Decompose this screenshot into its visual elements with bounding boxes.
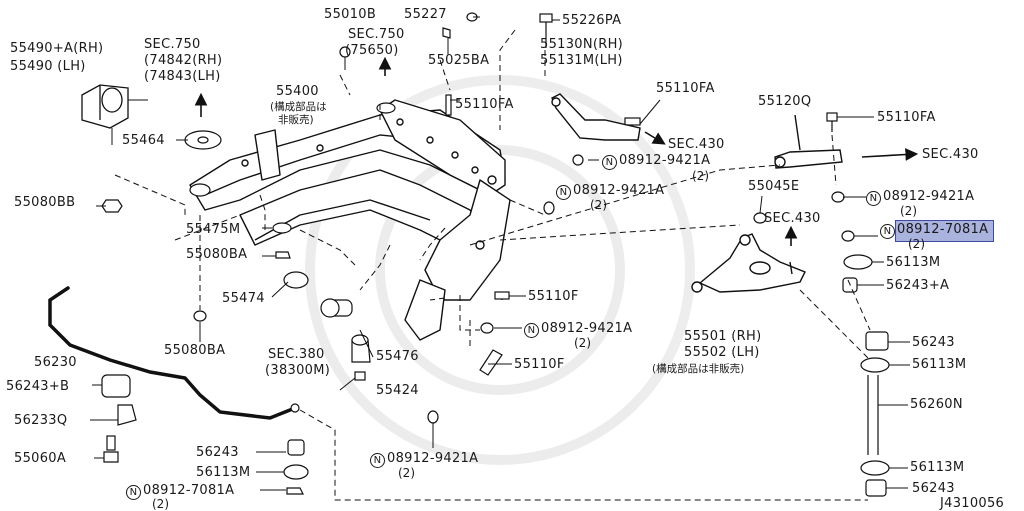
- part-label-55131m[interactable]: 55131M(LH): [540, 53, 623, 68]
- nut-label-g-text: 08912-7081A: [143, 483, 235, 498]
- nut-n-icon: N: [524, 323, 539, 338]
- nut-label-g-qty: (2): [152, 497, 169, 511]
- nut-label-a-qty: (2): [692, 169, 709, 183]
- note-55400-1: (構成部品は: [270, 101, 327, 113]
- nut-label-b-qty: (2): [590, 198, 607, 212]
- part-label-55045e[interactable]: 55045E: [748, 179, 800, 194]
- diff-mount: [320, 298, 371, 363]
- section-ref-430a[interactable]: SEC.430: [668, 137, 725, 152]
- part-label-55227[interactable]: 55227: [404, 7, 447, 22]
- note-55501: (構成部品は非販売): [652, 363, 745, 375]
- part-label-55490a[interactable]: 55490+A(RH): [10, 41, 104, 56]
- section-arrows: [194, 56, 919, 246]
- part-label-55080bb[interactable]: 55080BB: [14, 195, 76, 210]
- part-label-56243a[interactable]: 56243+A: [886, 278, 950, 293]
- section-ref-430b[interactable]: SEC.430: [922, 147, 979, 162]
- part-label-56243-a[interactable]: 56243: [912, 335, 955, 350]
- section-ref-750a-1: (74842(RH): [144, 53, 223, 68]
- part-label-56260n[interactable]: 56260N: [910, 397, 963, 412]
- part-label-55080ba-b[interactable]: 55080BA: [164, 343, 226, 358]
- part-label-55080ba-a[interactable]: 55080BA: [186, 247, 248, 262]
- section-ref-750b-title[interactable]: SEC.750: [348, 27, 405, 42]
- part-label-55474[interactable]: 55474: [222, 291, 265, 306]
- bolt-set: [103, 13, 838, 463]
- nut-label-c-text: 08912-9421A: [883, 189, 975, 204]
- stabilizer-bar: [48, 286, 297, 420]
- nut-label-a-text: 08912-9421A: [619, 153, 711, 168]
- section-ref-380-title[interactable]: SEC.380: [268, 347, 325, 362]
- part-label-56113m-d[interactable]: 56113M: [910, 460, 965, 475]
- section-ref-750a-title[interactable]: SEC.750: [144, 37, 201, 52]
- part-label-56243-b[interactable]: 56243: [196, 445, 239, 460]
- nut-n-icon: N: [880, 224, 895, 239]
- nut-n-icon: N: [866, 191, 881, 206]
- part-label-55110fa-a[interactable]: 55110FA: [455, 97, 514, 112]
- section-ref-430c[interactable]: SEC.430: [764, 211, 821, 226]
- part-label-55476[interactable]: 55476: [376, 349, 419, 364]
- nut-n-icon: N: [370, 453, 385, 468]
- subframe-assembly: [189, 99, 511, 341]
- part-label-55501[interactable]: 55501 (RH): [684, 329, 762, 344]
- note-55400-2: 非販売): [278, 114, 314, 126]
- nut-n-icon: N: [126, 485, 141, 500]
- nut-label-e-qty: (2): [574, 336, 591, 350]
- part-label-56243b[interactable]: 56243+B: [6, 379, 70, 394]
- part-label-56243-c[interactable]: 56243: [912, 481, 955, 496]
- part-label-55490[interactable]: 55490 (LH): [10, 59, 86, 74]
- part-label-55060a[interactable]: 55060A: [14, 451, 67, 466]
- nut-label-f-text: 08912-9421A: [387, 451, 479, 466]
- selected-part-highlight[interactable]: [895, 220, 994, 242]
- part-label-55130n[interactable]: 55130N(RH): [540, 37, 624, 52]
- part-label-55010b[interactable]: 55010B: [324, 7, 377, 22]
- stabilizer-bushing: [101, 374, 300, 426]
- nut-label-f-qty: (2): [398, 466, 415, 480]
- part-label-55502[interactable]: 55502 (LH): [684, 345, 760, 360]
- stabilizer-link: [283, 254, 890, 497]
- diagram-code: J4310056: [940, 496, 1005, 511]
- part-label-55226pa[interactable]: 55226PA: [562, 13, 622, 28]
- mount-bracket: [81, 84, 129, 129]
- nut-n-icon: N: [602, 155, 617, 170]
- part-label-55110f-a[interactable]: 55110F: [528, 289, 579, 304]
- part-label-56113m-a[interactable]: 56113M: [886, 255, 941, 270]
- nut-label-b-text: 08912-9421A: [573, 183, 665, 198]
- upper-link: [551, 93, 843, 169]
- part-label-55475m[interactable]: 55475M: [186, 222, 241, 237]
- lower-arm: [691, 233, 806, 293]
- part-label-55424[interactable]: 55424: [376, 383, 419, 398]
- fastener-set: [101, 12, 855, 424]
- part-label-55400[interactable]: 55400: [276, 84, 319, 99]
- nut-label-d-qty: (2): [908, 237, 925, 251]
- part-label-55110fa-c[interactable]: 55110FA: [877, 110, 936, 125]
- nut-n-icon: N: [556, 185, 571, 200]
- part-label-55464[interactable]: 55464: [122, 133, 165, 148]
- nut-label-d-text: 08912-7081A: [897, 222, 989, 237]
- part-label-55110f-b[interactable]: 55110F: [514, 357, 565, 372]
- section-ref-750a-2: (74843(LH): [144, 69, 221, 84]
- section-ref-750b-1: (75650): [345, 43, 399, 58]
- part-label-56113m-c[interactable]: 56113M: [196, 465, 251, 480]
- part-label-55110fa-b[interactable]: 55110FA: [656, 81, 715, 96]
- nut-label-c-qty: (2): [900, 204, 917, 218]
- part-label-55025ba[interactable]: 55025BA: [428, 53, 490, 68]
- leader-lines: [90, 16, 910, 491]
- section-ref-380-1: (38300M): [265, 363, 331, 378]
- part-label-56233q[interactable]: 56233Q: [14, 413, 68, 428]
- dashed-leaders: [114, 29, 871, 501]
- nut-label-e-text: 08912-9421A: [541, 321, 633, 336]
- part-label-56230[interactable]: 56230: [34, 355, 77, 370]
- mount-washer: [184, 130, 222, 197]
- part-label-56113m-b[interactable]: 56113M: [912, 357, 967, 372]
- part-label-55120q[interactable]: 55120Q: [758, 94, 812, 109]
